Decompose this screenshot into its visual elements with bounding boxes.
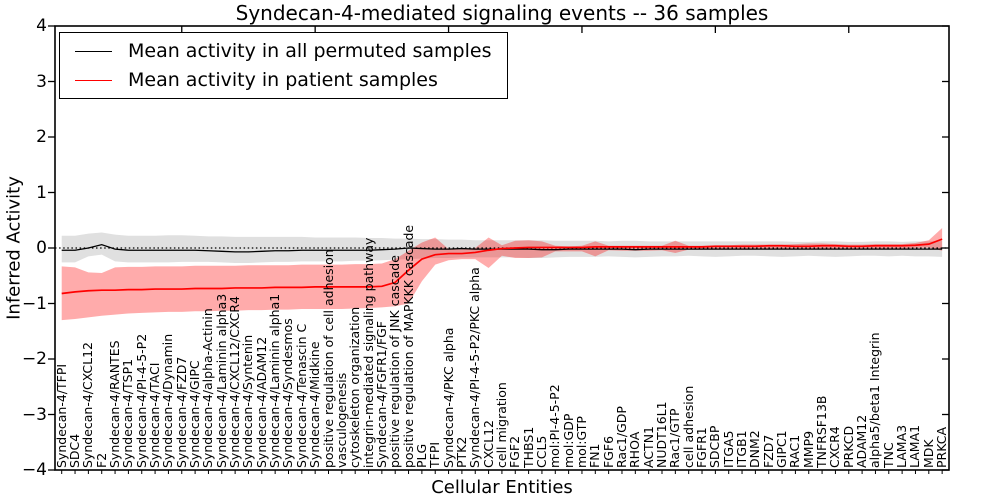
patient-mean-line: [61, 238, 943, 295]
x-tick-label: SDCBP: [707, 425, 723, 468]
y-tick-label: 4: [36, 16, 47, 36]
x-tick-label: positive regulation of cell adhesion: [320, 249, 336, 468]
x-tick-label: THBS1: [520, 426, 536, 468]
y-tick-label: −1: [21, 293, 47, 314]
x-tick-label: Syndecan-4/PI-4-5-P2/PKC alpha: [467, 267, 483, 468]
x-tick-label: TNC: [880, 442, 896, 468]
legend-label-patient: Mean activity in patient samples: [128, 69, 438, 91]
x-tick-label: PLG: [413, 443, 429, 468]
x-tick-label: mol:GTP: [573, 416, 589, 468]
x-tick-label: TFPI: [427, 441, 443, 468]
x-tick-label: Syndecan-4/FGFR1/FGF: [373, 321, 389, 468]
y-tick-label: 3: [36, 71, 47, 92]
x-tick-label: Syndecan-4/TSP1: [120, 358, 136, 468]
legend-entry-permuted: Mean activity in all permuted samples: [75, 40, 507, 62]
x-tick-label: Syndecan-4/TFPI: [53, 363, 69, 468]
x-tick-label: Syndecan-4/ADAM12: [253, 336, 269, 468]
legend-line-sample-permuted: [75, 50, 112, 52]
y-tick-label: −3: [21, 404, 47, 425]
x-tick-label: Syndecan-4/Syndesmos: [280, 318, 296, 468]
x-tick-label: Syndecan-4/alpha-Actinin: [200, 308, 216, 468]
x-tick-label: PTK2: [453, 436, 469, 468]
legend-entry-patient: Mean activity in patient samples: [75, 69, 507, 91]
y-tick-label: 0: [36, 238, 47, 258]
x-tick-label: FGF6: [600, 435, 616, 468]
y-tick-label: −4: [21, 460, 47, 480]
x-tick-label: cell adhesion: [680, 385, 696, 468]
x-tick-label: CCL5: [533, 435, 549, 468]
x-tick-label: vasculogenesis: [333, 372, 349, 468]
legend-label-permuted: Mean activity in all permuted samples: [128, 40, 492, 62]
x-tick-label: Syndecan-4/CXCL12: [80, 342, 96, 468]
x-tick-label: alpha5/beta1 Integrin: [867, 332, 883, 468]
x-tick-label: DNM2: [747, 430, 763, 468]
x-tick-label: FZD7: [760, 434, 776, 468]
x-tick-label: PRKCA: [934, 426, 950, 468]
y-tick-label: 1: [36, 182, 47, 203]
x-tick-label: mol:GDP: [560, 413, 576, 468]
x-tick-label: Syndecan-4/Syntenin: [240, 334, 256, 468]
x-tick-label: positive regulation of MAPKKK cascade: [400, 224, 416, 468]
x-axis-label: Cellular Entities: [431, 477, 573, 498]
x-tick-label: Rac1/GTP: [667, 408, 683, 468]
x-tick-label: FN1: [587, 443, 603, 469]
chart-title: Syndecan-4-mediated signaling events -- …: [235, 1, 769, 25]
x-tick-label: cell migration: [493, 382, 509, 468]
x-tick-label: Syndecan-4/Midkine: [307, 341, 323, 468]
x-tick-label: F2: [93, 452, 109, 468]
x-tick-label: RHOA: [627, 431, 643, 468]
x-tick-label: Syndecan-4/PI-4-5-P2: [133, 333, 149, 468]
x-tick-label: FGF2: [507, 435, 523, 468]
x-tick-label: CXCR4: [827, 426, 843, 468]
x-tick-label: Syndecan-4/PKC alpha: [440, 327, 456, 468]
x-tick-label: mol:PI-4-5-P2: [547, 384, 563, 468]
legend-line-sample-patient: [75, 79, 112, 81]
x-tick-label: LAMA1: [907, 424, 923, 468]
x-tick-label: MMP9: [800, 430, 816, 468]
x-tick-label: ITGA5: [720, 430, 736, 468]
x-tick-label: ACTN1: [640, 426, 656, 468]
x-tick-label: Syndecan-4/Tenascin C: [293, 323, 309, 468]
y-tick-label: −2: [21, 349, 47, 369]
x-tick-label: RAC1: [787, 434, 803, 468]
x-tick-label: positive regulation of JNK cascade: [387, 255, 403, 468]
x-tick-label: Syndecan-4/Dynamin: [160, 333, 176, 468]
x-tick-label: MDK: [920, 439, 936, 468]
legend: Mean activity in all permuted samples Me…: [59, 32, 508, 99]
x-tick-label: PRKCD: [840, 425, 856, 468]
x-tick-label: cytoskeleton organization: [347, 306, 363, 468]
x-tick-label: CXCL12: [480, 420, 496, 468]
x-tick-label: Syndecan-4/FZD7: [173, 356, 189, 468]
x-tick-label: Syndecan-4/Laminin alpha3: [213, 293, 229, 468]
y-tick-label: 2: [36, 127, 47, 147]
patient-band: [61, 228, 943, 321]
x-tick-label: integrin-mediated signaling pathway: [360, 237, 376, 468]
